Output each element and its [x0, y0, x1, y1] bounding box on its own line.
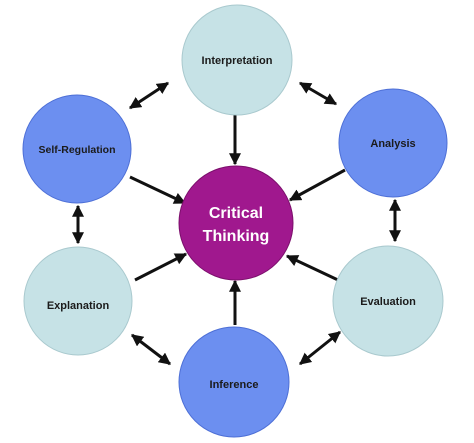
center-label-line2: Thinking — [203, 228, 270, 245]
node-analysis-circle — [338, 88, 448, 198]
node-evaluation-circle — [332, 245, 444, 357]
center-node-circle — [178, 165, 294, 281]
arrow-evaluation-inference — [299, 330, 341, 366]
center-label-line1: Critical — [209, 205, 263, 222]
node-inference-circle — [178, 326, 290, 438]
arrow-evaluation-to-center — [285, 254, 339, 282]
arrow-inference-explanation — [131, 333, 171, 366]
arrow-analysis-to-center — [288, 168, 346, 202]
node-evaluation: Evaluation — [332, 245, 444, 357]
arrow-explanation-to-center — [134, 252, 188, 282]
node-self-regulation-label: Self-Regulation — [38, 144, 115, 156]
node-inference: Inference — [178, 326, 290, 438]
node-self-regulation-circle — [22, 94, 132, 204]
node-explanation-label: Explanation — [47, 300, 110, 312]
node-analysis-label: Analysis — [370, 138, 415, 150]
node-evaluation-label: Evaluation — [360, 296, 416, 308]
arrow-self-regulation-to-center — [129, 175, 187, 205]
node-explanation-circle — [23, 246, 133, 356]
node-inference-label: Inference — [210, 379, 259, 391]
node-interpretation-circle — [181, 4, 293, 116]
node-interpretation: Interpretation — [181, 4, 293, 116]
arrow-self-regulation-interpretation — [128, 81, 170, 110]
node-self-regulation: Self-Regulation — [22, 94, 132, 204]
center-node: Critical Thinking — [178, 165, 294, 281]
node-interpretation-label: Interpretation — [202, 55, 273, 67]
ring-arrows — [72, 81, 401, 366]
spoke-arrows — [129, 114, 346, 325]
arrow-interpretation-analysis — [298, 81, 338, 106]
node-analysis: Analysis — [338, 88, 448, 198]
node-explanation: Explanation — [23, 246, 133, 356]
